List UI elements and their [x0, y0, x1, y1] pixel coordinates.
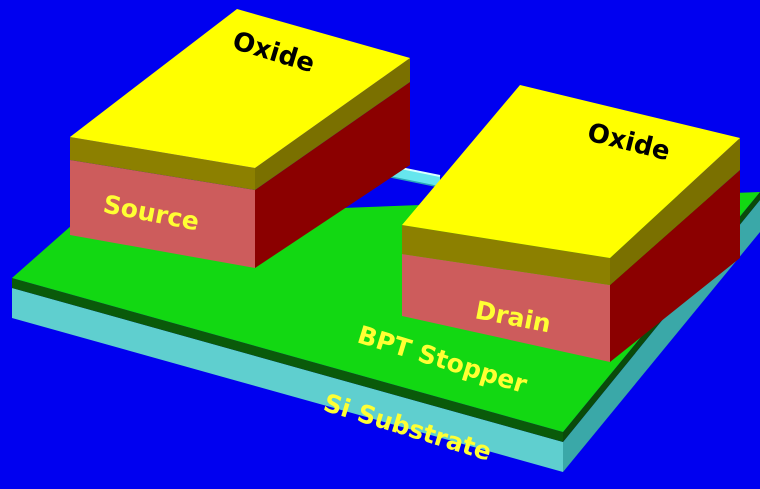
source-contact-side — [255, 82, 410, 268]
oxide-right-top — [402, 85, 740, 258]
oxide-right-front — [402, 225, 610, 285]
drain-contact-side — [610, 170, 740, 362]
source-block: Oxide Source — [70, 9, 410, 268]
oxide-left-top — [70, 9, 410, 168]
drain-contact-front — [402, 254, 610, 362]
oxide-left-front — [70, 137, 255, 190]
oxide-left-side — [255, 58, 410, 190]
oxide-right-side — [610, 138, 740, 285]
substrate-front-face — [12, 288, 563, 472]
drain-block: Oxide Drain — [402, 85, 740, 362]
source-contact-front — [70, 160, 255, 268]
stopper-front-edge — [12, 278, 563, 442]
